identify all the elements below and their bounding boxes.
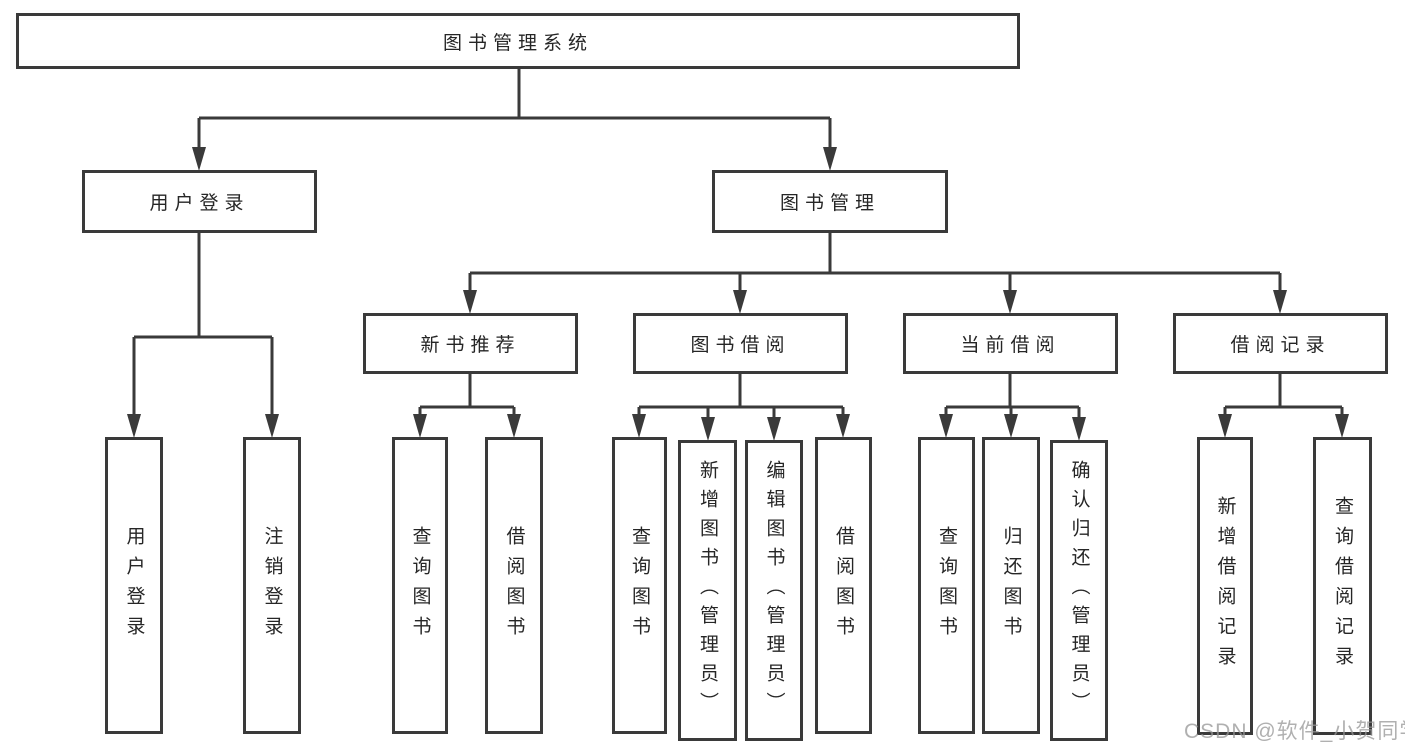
node-book-management: 图书管理 [712,170,948,233]
leaf-newbook-query-books: 查询图书 [392,437,448,734]
leaf-newbook-borrow-books: 借阅图书 [485,437,543,734]
leaf-current-return-books: 归还图书 [982,437,1040,734]
node-borrowing-records: 借阅记录 [1173,313,1388,374]
node-book-borrowing: 图书借阅 [633,313,848,374]
leaf-logout: 注销登录 [243,437,301,734]
leaf-user-login: 用户登录 [105,437,163,734]
leaf-records-add-borrow-record: 新增借阅记录 [1197,437,1253,735]
leaf-borrow-add-books-admin: 新增图书（管理员） [678,440,737,741]
connector-strokes [132,67,1344,418]
leaf-borrow-borrow-books: 借阅图书 [815,437,872,734]
watermark: CSDN @软件_小贺同学 [1184,720,1405,743]
node-library-management-system: 图书管理系统 [16,13,1020,69]
leaf-current-query-books: 查询图书 [918,437,975,734]
leaf-current-confirm-return-admin: 确认归还（管理员） [1050,440,1108,741]
leaf-borrow-query-books: 查询图书 [612,437,667,734]
node-user-login: 用户登录 [82,170,317,233]
connector-arrowheads [127,147,1349,441]
node-new-book-recommendation: 新书推荐 [363,313,578,374]
leaf-records-query-borrow-record: 查询借阅记录 [1313,437,1372,735]
node-current-borrowing: 当前借阅 [903,313,1118,374]
leaf-borrow-edit-books-admin: 编辑图书（管理员） [745,440,803,741]
